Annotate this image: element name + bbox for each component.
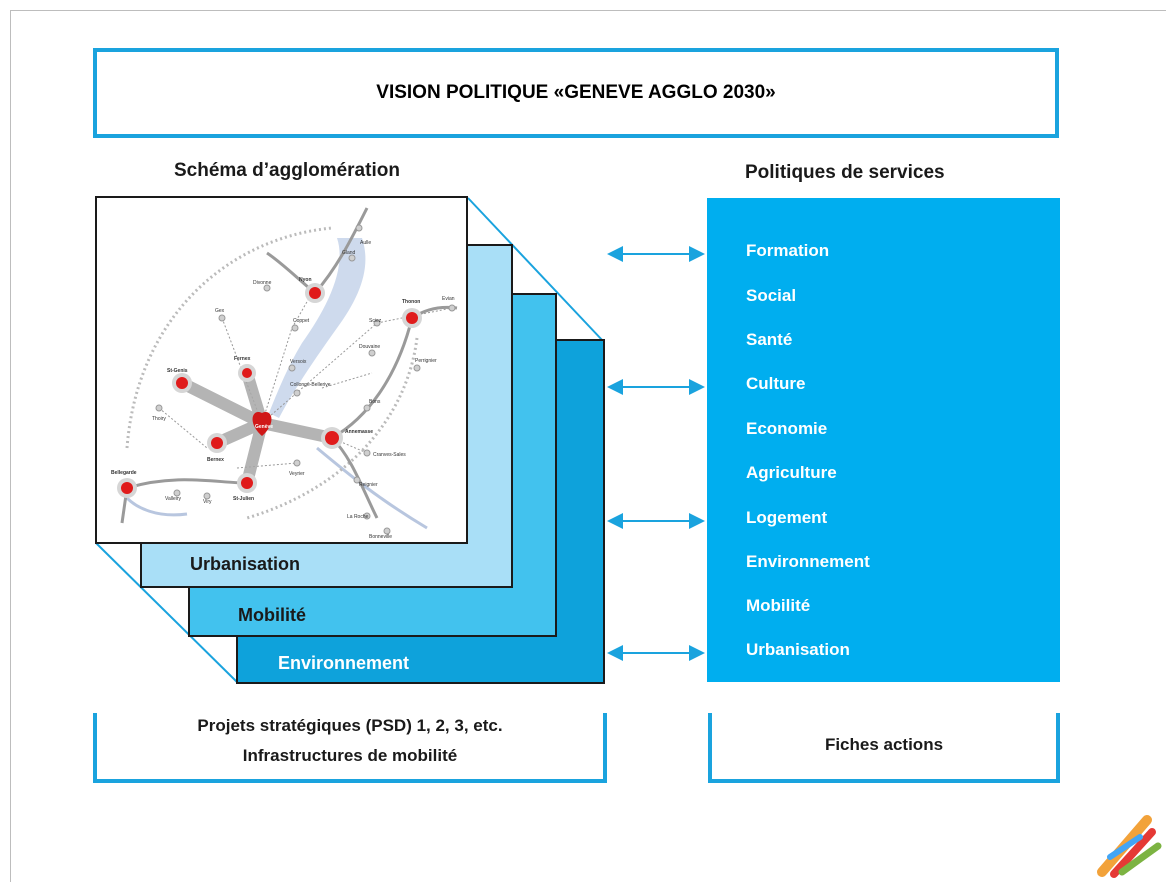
service-item-environnement: Environnement xyxy=(746,552,870,571)
map-label: La Roche xyxy=(347,514,369,520)
agglo-logo-icon xyxy=(1097,815,1162,878)
service-item-urbanisation: Urbanisation xyxy=(746,640,850,659)
map-label: Divonne xyxy=(253,280,272,286)
service-item-economie: Economie xyxy=(746,419,828,438)
map-label: Viry xyxy=(203,499,212,505)
map-label: Thoiry xyxy=(152,416,166,422)
map-label: Valleiry xyxy=(165,496,182,502)
fiches-label: Fiches actions xyxy=(824,735,944,754)
vision-title: VISION POLITIQUE «GENEVE AGGLO 2030» xyxy=(376,82,776,103)
layer-mobilite-label: Mobilité xyxy=(238,605,306,625)
top-rule xyxy=(10,10,1166,11)
service-item-agriculture: Agriculture xyxy=(746,463,837,482)
map-label: Genève xyxy=(255,424,273,430)
agglomeration-map-graphic: Nyon Gland Aulle Divonne Gex Coppet Thon… xyxy=(111,207,458,540)
map-label: Annemasse xyxy=(345,429,373,435)
fiches-box: Fiches actions xyxy=(708,713,1060,783)
projects-line-2: Infrastructures de mobilité xyxy=(242,746,458,765)
projects-box: Projets stratégiques (PSD) 1, 2, 3, etc.… xyxy=(93,713,607,783)
map-label: Bons xyxy=(369,399,381,405)
map-label: Thonon xyxy=(402,299,420,305)
agglomeration-map: Nyon Gland Aulle Divonne Gex Coppet Thon… xyxy=(95,196,468,544)
map-label: Douvaine xyxy=(359,344,380,350)
map-label: Reignier xyxy=(359,482,378,488)
map-label: Veyrier xyxy=(289,471,305,477)
map-label: Bernex xyxy=(207,457,224,463)
service-item-formation: Formation xyxy=(746,241,830,260)
map-label: St-Genis xyxy=(167,368,188,374)
services-panel: Formation Social Santé Culture Economie … xyxy=(707,198,1060,682)
map-label: Bonneville xyxy=(369,534,392,540)
map-label: Sciez xyxy=(369,318,382,324)
schema-heading: Schéma d’agglomération xyxy=(174,160,400,181)
map-label: Coppet xyxy=(293,318,310,324)
map-label: Collonge-Bellerive xyxy=(290,382,331,388)
left-rule xyxy=(10,10,11,882)
map-label: Perrignier xyxy=(415,358,437,364)
service-item-logement: Logement xyxy=(746,508,828,527)
map-label: Gland xyxy=(342,250,356,256)
map-label: Fernex xyxy=(234,356,251,362)
service-item-mobilite: Mobilité xyxy=(746,596,811,615)
layer-urbanisation-label: Urbanisation xyxy=(190,554,301,574)
map-label: Evian xyxy=(442,296,455,302)
map-label: St-Julien xyxy=(233,496,254,502)
services-heading: Politiques de services xyxy=(745,162,945,183)
map-label: Nyon xyxy=(299,277,312,283)
map-label: Aulle xyxy=(360,240,371,246)
projects-line-1: Projets stratégiques (PSD) 1, 2, 3, etc. xyxy=(197,716,503,735)
map-label: Gex xyxy=(215,308,225,314)
service-item-sante: Santé xyxy=(746,330,793,349)
layer-environnement-label: Environnement xyxy=(278,653,410,673)
service-item-culture: Culture xyxy=(746,374,806,393)
map-label: Cranves-Sales xyxy=(373,452,406,458)
map-label: Bellegarde xyxy=(111,470,137,476)
service-item-social: Social xyxy=(746,286,797,305)
map-label: Versoix xyxy=(290,359,307,365)
vision-box: VISION POLITIQUE «GENEVE AGGLO 2030» xyxy=(93,48,1059,138)
